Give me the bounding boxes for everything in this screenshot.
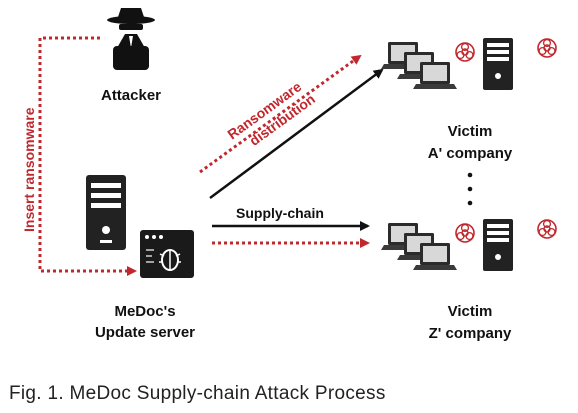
biohazard-icon <box>537 219 557 239</box>
insert-ransomware-path <box>38 36 137 276</box>
spy-icon <box>107 8 155 70</box>
tower-icon <box>483 38 513 90</box>
biohazard-icon <box>455 42 475 62</box>
server-icon <box>86 175 126 250</box>
supply-chain-label: Supply-chain <box>236 205 324 221</box>
victim-a-group <box>381 38 557 90</box>
insert-ransomware-label: Insert ransomware <box>21 107 37 232</box>
biohazard-icon <box>537 38 557 58</box>
arrow-to-victim-a <box>199 54 384 200</box>
victim-z-label-line1: Victim <box>448 303 493 320</box>
bug-window-icon <box>140 230 194 278</box>
victim-z-group <box>381 219 557 271</box>
attacker-label: Attacker <box>101 87 161 104</box>
tower-icon <box>483 219 513 271</box>
victim-z-label-line2: Z' company <box>429 325 512 342</box>
figure-caption: Fig. 1. MeDoc Supply-chain Attack Proces… <box>9 383 386 404</box>
victim-a-label-line1: Victim <box>448 123 493 140</box>
arrow-to-victim-z <box>212 221 370 248</box>
ransomware-distribution-label: Ransomware distribution <box>224 78 318 149</box>
server-label-line1: MeDoc's <box>114 303 175 320</box>
server-label-line2: Update server <box>95 324 195 341</box>
ellipsis-dots <box>467 172 473 206</box>
victim-a-label-line2: A' company <box>428 145 513 162</box>
biohazard-icon <box>455 223 475 243</box>
